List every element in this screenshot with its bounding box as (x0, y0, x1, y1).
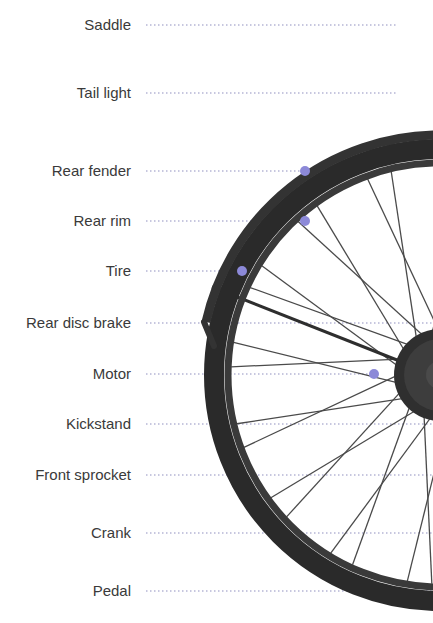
leader-line (146, 92, 398, 93)
part-label: Tail light (77, 84, 131, 102)
callout-dot (300, 166, 310, 176)
part-label: Kickstand (66, 415, 131, 433)
spoke (234, 342, 413, 386)
part-label: Crank (91, 524, 131, 542)
spoke (368, 179, 433, 346)
spoke (353, 392, 416, 565)
axle (426, 361, 433, 389)
spoke (244, 369, 411, 447)
spoke (407, 403, 433, 582)
leader-line (146, 373, 374, 374)
hub-motor-face (404, 339, 433, 411)
part-label: Rear disc brake (26, 314, 131, 332)
spoke (231, 358, 415, 367)
spoke (298, 222, 433, 346)
spoke (237, 396, 419, 424)
spoke (331, 405, 433, 553)
callout-dot (369, 369, 379, 379)
leader-line (146, 474, 433, 475)
spoke (317, 206, 412, 364)
hub-motor (394, 329, 433, 421)
spoke (391, 172, 419, 354)
leader-line (146, 423, 433, 424)
leader-line (146, 322, 433, 323)
spoke (262, 266, 410, 375)
callout-dot (300, 216, 310, 226)
part-label: Rear fender (52, 162, 131, 180)
fender-tip (204, 322, 214, 346)
spoke (287, 381, 411, 517)
part-label: Front sprocket (35, 466, 131, 484)
spoke (429, 169, 433, 348)
spoke (423, 400, 432, 584)
rear-fender (206, 135, 433, 322)
spoke (271, 403, 429, 498)
part-label: Tire (106, 262, 131, 280)
leader-line (146, 170, 305, 171)
leader-line (146, 24, 398, 25)
spoke (250, 288, 423, 351)
tire (214, 149, 433, 601)
part-label: Motor (93, 365, 131, 383)
part-label: Saddle (84, 16, 131, 34)
callout-dot (237, 266, 247, 276)
part-label: Pedal (93, 582, 131, 600)
part-label: Rear rim (73, 212, 131, 230)
